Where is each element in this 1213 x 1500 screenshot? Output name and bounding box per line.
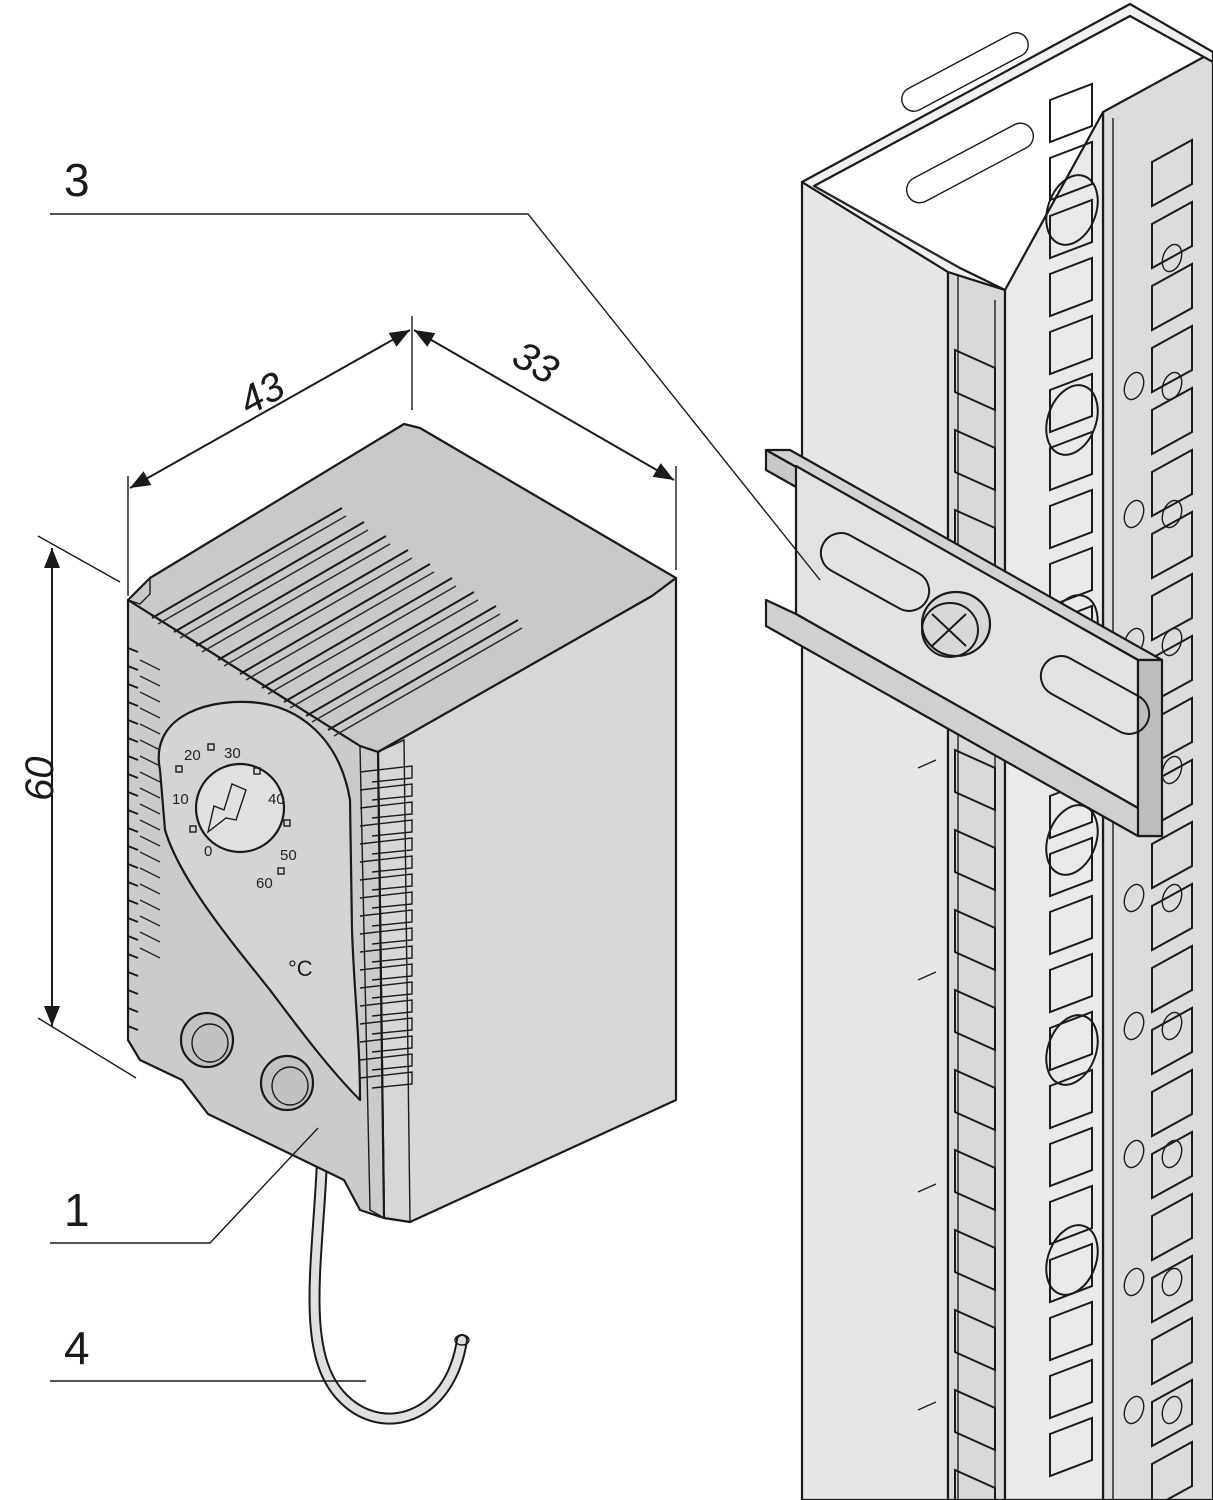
scale-30: 30	[224, 745, 241, 762]
scale-40: 40	[268, 791, 285, 808]
callout-3: 3	[64, 154, 90, 206]
thermostat-housing: 0 10 20 30 40 50 60 °C	[126, 422, 678, 1224]
profile-front-face	[800, 180, 950, 1500]
dial-pointer-icon	[206, 783, 247, 834]
din-rail	[764, 448, 1164, 838]
callouts: 3 1 4	[50, 154, 821, 1382]
scale-10: 10	[172, 791, 189, 808]
profile-web	[1003, 110, 1105, 1500]
scale-50: 50	[280, 847, 297, 864]
dimension-depth: 33	[505, 333, 566, 393]
scale-0: 0	[204, 843, 212, 860]
unit-label: °C	[288, 956, 313, 981]
scale-60: 60	[256, 875, 273, 892]
profile-channel-face	[946, 270, 1007, 1500]
dimension-height: 60	[18, 757, 62, 802]
top-vent-slots	[151, 507, 523, 737]
callout-4: 4	[64, 1322, 90, 1374]
profile-top-lip	[800, 2, 1213, 292]
dial-scale: 0 10 20 30 40 50 60	[172, 743, 297, 892]
dimension-width: 43	[232, 364, 292, 424]
side-vent-ribs	[127, 647, 413, 1089]
callout-1: 1	[64, 1184, 90, 1236]
dimension-lines: 43 33 60	[18, 316, 677, 1079]
scale-20: 20	[184, 747, 201, 764]
